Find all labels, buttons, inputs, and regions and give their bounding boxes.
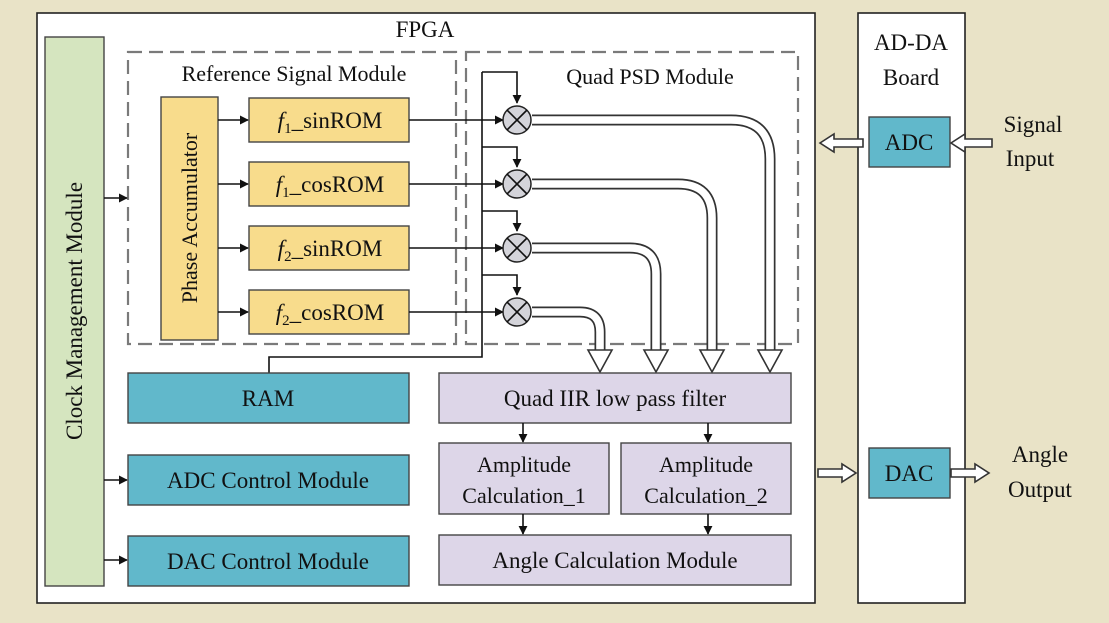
- amplitude-2-line1: Amplitude: [659, 452, 753, 477]
- clock-management-module: [44, 36, 105, 587]
- pipe-mixer3-arrowhead: [642, 349, 670, 374]
- ram-label: RAM: [242, 386, 294, 411]
- board-title-line1: AD-DA: [874, 30, 948, 55]
- phase-accumulator: [160, 96, 219, 341]
- fpga-title: FPGA: [396, 17, 455, 42]
- quad-iir-filter-label: Quad IIR low pass filter: [504, 386, 727, 411]
- board-title-line2: Board: [883, 65, 940, 90]
- angle-calculation-module: [438, 534, 792, 586]
- amplitude-calculation-2: [620, 442, 792, 515]
- amplitude-1-line1: Amplitude: [477, 452, 571, 477]
- bus-to-mixer1-arrow: [482, 71, 522, 104]
- ad-da-board-frame: [857, 12, 966, 604]
- rom-f2-cos: f2_cosROM: [248, 289, 410, 335]
- dac-control-module: [127, 535, 410, 587]
- angle-output-line2: Output: [1008, 477, 1073, 502]
- angle-calculation-module-label: Angle Calculation Module: [492, 548, 737, 573]
- dac-label: DAC: [885, 461, 934, 486]
- angle-output-arrow: [950, 462, 991, 484]
- rom-f1-sin: f1_sinROM: [248, 97, 410, 143]
- ram-block: [127, 372, 410, 424]
- pipe-mixer4-arrowhead: [586, 349, 614, 374]
- mixer-3-icon: [502, 233, 532, 263]
- dac-block: [868, 447, 951, 499]
- quad-iir-filter: [438, 372, 792, 424]
- signal-input-line1: Signal: [1004, 112, 1063, 137]
- adc-control-module-label: ADC Control Module: [167, 468, 369, 493]
- mixer-1-icon: [502, 105, 532, 135]
- clock-management-module-label: Clock Management Module: [62, 182, 87, 440]
- signal-input-line2: Input: [1006, 146, 1055, 171]
- amplitude-calculation-1: [438, 442, 610, 515]
- reference-title-backdrop: [141, 60, 446, 86]
- dac-control-module-label: DAC Control Module: [167, 549, 369, 574]
- adc-block: [868, 116, 951, 168]
- pipe-mixer1-arrowhead: [756, 349, 784, 374]
- adc-control-module: [127, 454, 410, 506]
- bus-to-mixer2-arrow: [482, 146, 522, 168]
- amplitude-1-line2: Calculation_1: [462, 483, 585, 508]
- fpga-to-dac-arrow: [817, 462, 858, 484]
- signal-bus-to-ram: [268, 72, 483, 373]
- pipe-mixer2-arrowhead: [698, 349, 726, 374]
- mixer-4-icon: [502, 297, 532, 327]
- phase-accumulator-label: Phase Accumulator: [177, 132, 202, 303]
- angle-output-line1: Angle: [1012, 442, 1068, 467]
- psd-title-backdrop: [535, 63, 765, 89]
- reference-signal-module-region: [126, 50, 458, 346]
- svg-text:f1_cosROM: f1_cosROM: [276, 172, 384, 201]
- signal-input-arrow: [949, 132, 993, 154]
- rom-f2-sin: f2_sinROM: [248, 225, 410, 271]
- rom-f1-cos: f1_cosROM: [248, 161, 410, 207]
- bus-to-mixer4-arrow: [482, 274, 522, 296]
- bus-to-mixer3-arrow: [482, 210, 522, 232]
- reference-signal-module-title: Reference Signal Module: [182, 61, 407, 86]
- svg-text:f2_cosROM: f2_cosROM: [276, 300, 384, 329]
- mixer-2-icon: [502, 169, 532, 199]
- adc-label: ADC: [885, 130, 934, 155]
- svg-text:f2_sinROM: f2_sinROM: [278, 236, 383, 265]
- quad-psd-module-region: [464, 50, 800, 346]
- adc-to-fpga-arrow: [818, 132, 864, 154]
- amplitude-2-line2: Calculation_2: [644, 483, 767, 508]
- svg-text:f1_sinROM: f1_sinROM: [278, 108, 383, 137]
- quad-psd-module-title: Quad PSD Module: [566, 64, 733, 89]
